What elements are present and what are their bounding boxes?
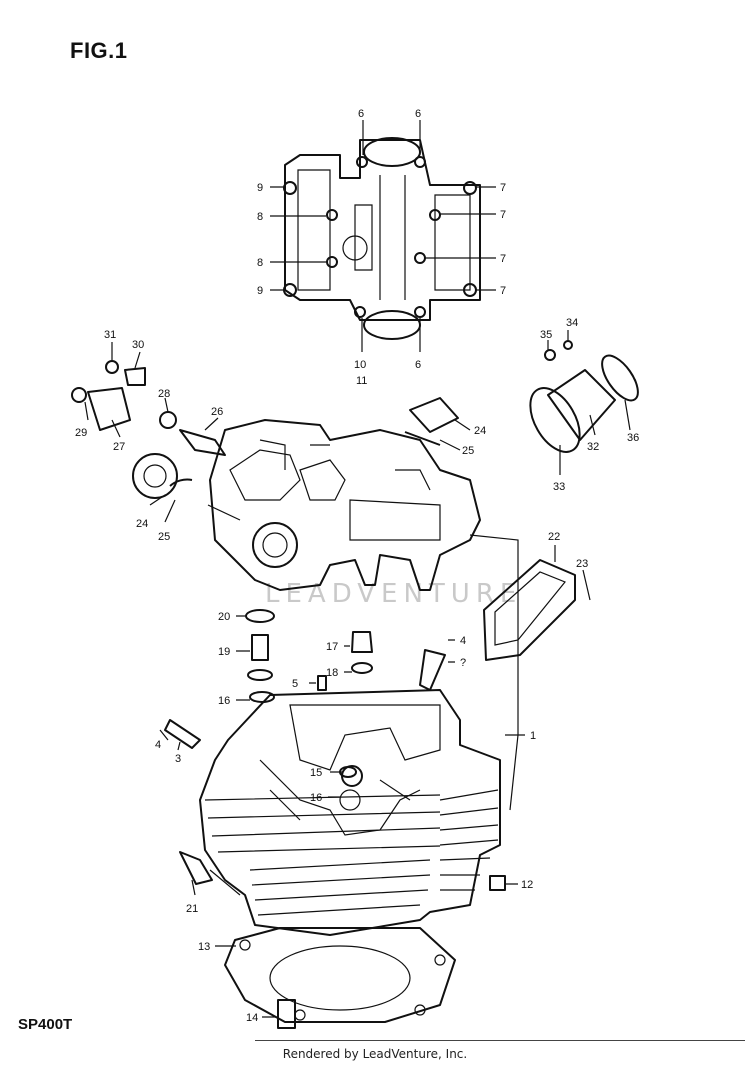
callout-7-d: 7 [500, 285, 506, 297]
callout-5: 5 [292, 678, 298, 690]
side-cover-22 [483, 559, 576, 661]
callout-33: 33 [553, 481, 565, 493]
callout-10: 10 [354, 359, 366, 371]
callout-8-upper: 8 [257, 211, 263, 223]
cylinder-head-cover [283, 137, 481, 340]
callout-12: 12 [521, 879, 533, 891]
callout-7-c: 7 [500, 253, 506, 265]
callout-6-bottom: 6 [415, 359, 421, 371]
callout-15: 15 [310, 767, 322, 779]
callout-7-b: 7 [500, 209, 506, 221]
callout-35: 35 [540, 329, 552, 341]
callout-34: 34 [566, 317, 578, 329]
callout-question: ? [460, 657, 466, 669]
cylinder-head-gasket [224, 927, 456, 1023]
callout-9-lower: 9 [257, 285, 263, 297]
figure-title: FIG.1 [70, 38, 128, 63]
callout-26: 26 [211, 406, 223, 418]
callout-11: 11 [356, 375, 367, 387]
callout-27: 27 [113, 441, 125, 453]
callout-4-upper: 4 [460, 635, 466, 647]
callout-29: 29 [75, 427, 87, 439]
plugs-and-pins [164, 609, 506, 1029]
callout-8-lower: 8 [257, 257, 263, 269]
callout-21: 21 [186, 903, 198, 915]
callout-7-a: 7 [500, 182, 506, 194]
callout-13: 13 [198, 941, 210, 953]
callout-6-top-left: 6 [358, 108, 364, 120]
watermark-text: LEADVENTURE [265, 579, 522, 609]
callout-3: 3 [175, 753, 181, 765]
callout-19: 19 [218, 646, 230, 658]
callout-4-lower: 4 [155, 739, 161, 751]
callout-23: 23 [576, 558, 588, 570]
callout-17: 17 [326, 641, 338, 653]
callout-6-top-right: 6 [415, 108, 421, 120]
callout-20: 20 [218, 611, 230, 623]
callout-32: 32 [587, 441, 599, 453]
callout-25-left: 25 [158, 531, 170, 543]
camshaft-housing [209, 419, 481, 591]
tappet-caps [71, 360, 459, 499]
render-credit: Rendered by LeadVenture, Inc. [282, 1047, 468, 1061]
cylinder-head [199, 689, 501, 936]
callout-1: 1 [530, 730, 536, 742]
callout-9-upper: 9 [257, 182, 263, 194]
callout-14: 14 [246, 1012, 258, 1024]
callout-25-right: 25 [462, 445, 474, 457]
callout-16-upper: 16 [218, 695, 230, 707]
callout-22: 22 [548, 531, 560, 543]
model-code: SP400T [18, 1016, 73, 1033]
callout-31: 31 [104, 329, 116, 341]
callout-24-right: 24 [474, 425, 486, 437]
callout-18: 18 [326, 667, 338, 679]
leader-lines [84, 120, 631, 1018]
callout-28: 28 [158, 388, 170, 400]
callout-36: 36 [627, 432, 639, 444]
callout-16-lower: 16 [310, 792, 322, 804]
callout-labels: 6 6 9 7 8 7 8 7 9 7 10 11 6 31 30 29 27 … [75, 108, 639, 1024]
callout-24-left: 24 [136, 518, 148, 530]
callout-30: 30 [132, 339, 144, 351]
footer-divider [255, 1040, 745, 1041]
